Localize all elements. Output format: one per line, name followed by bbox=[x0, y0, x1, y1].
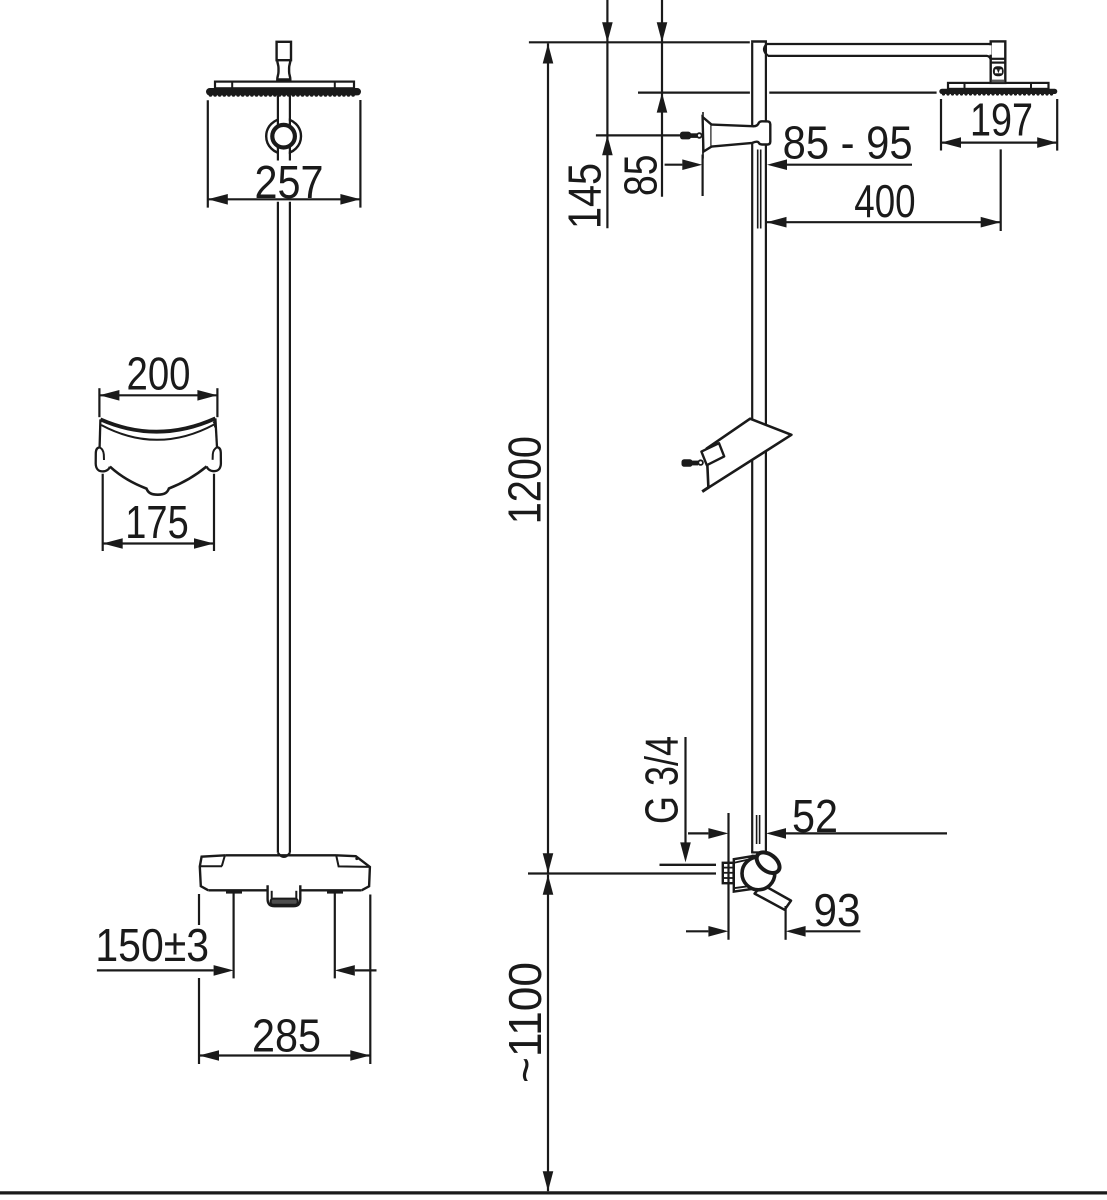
svg-text:145: 145 bbox=[559, 163, 611, 229]
svg-text:257: 257 bbox=[255, 156, 324, 208]
svg-text:93: 93 bbox=[814, 884, 861, 936]
svg-text:197: 197 bbox=[970, 94, 1033, 146]
svg-text:200: 200 bbox=[127, 347, 191, 399]
svg-text:150±3: 150±3 bbox=[95, 919, 209, 971]
svg-text:52: 52 bbox=[792, 790, 838, 842]
svg-text:85: 85 bbox=[615, 155, 667, 197]
svg-text:175: 175 bbox=[125, 496, 188, 548]
svg-text:1200: 1200 bbox=[499, 436, 551, 524]
svg-text:400: 400 bbox=[854, 175, 915, 227]
svg-text:85 - 95: 85 - 95 bbox=[783, 117, 913, 169]
svg-text:285: 285 bbox=[252, 1010, 321, 1062]
svg-text:G 3/4: G 3/4 bbox=[636, 736, 688, 824]
svg-text:~1100: ~1100 bbox=[499, 962, 551, 1083]
